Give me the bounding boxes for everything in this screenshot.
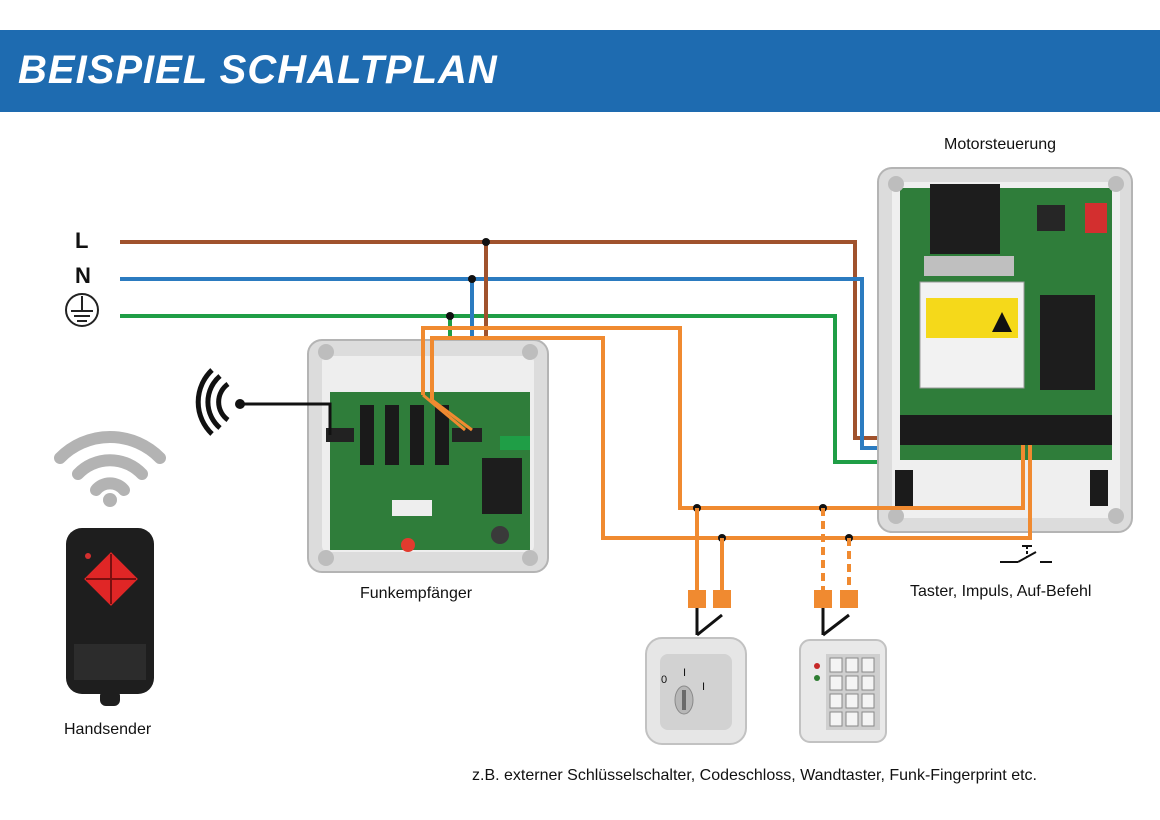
motor-control-label: Motorsteuerung	[944, 136, 1057, 153]
handheld-transmitter	[66, 528, 154, 706]
terminal-block	[840, 590, 858, 608]
terminal-block	[688, 590, 706, 608]
earth-wire	[120, 314, 912, 464]
radio-receiver-label: Funkempfänger	[360, 585, 473, 602]
neutral-label: N	[75, 263, 91, 288]
code-lock	[799, 639, 887, 743]
signal-wire-1	[421, 326, 1025, 510]
pushbutton-symbol	[1000, 545, 1052, 563]
button-label: Taster, Impuls, Auf-Befehl	[910, 583, 1092, 600]
signal-wire-2	[430, 336, 1032, 540]
wifi-icon	[54, 430, 166, 507]
antenna-icon	[195, 368, 332, 436]
handheld-label: Handsender	[64, 721, 152, 738]
key-pos-center: I	[683, 667, 686, 679]
key-pos-1: I	[702, 681, 705, 693]
terminal-block	[713, 590, 731, 608]
motor-control	[877, 167, 1133, 533]
external-devices-label: z.B. externer Schlüsselschalter, Codesch…	[472, 767, 1037, 784]
key-pos-0: 0	[661, 674, 667, 686]
live-label: L	[75, 228, 89, 253]
page-title: BEISPIEL SCHALTPLAN	[18, 48, 498, 92]
header-banner: BEISPIEL SCHALTPLAN	[0, 30, 1160, 112]
radio-receiver	[307, 339, 549, 573]
key-switch: 0 I I	[645, 637, 747, 745]
terminal-block	[814, 590, 832, 608]
earth-icon	[65, 293, 99, 327]
